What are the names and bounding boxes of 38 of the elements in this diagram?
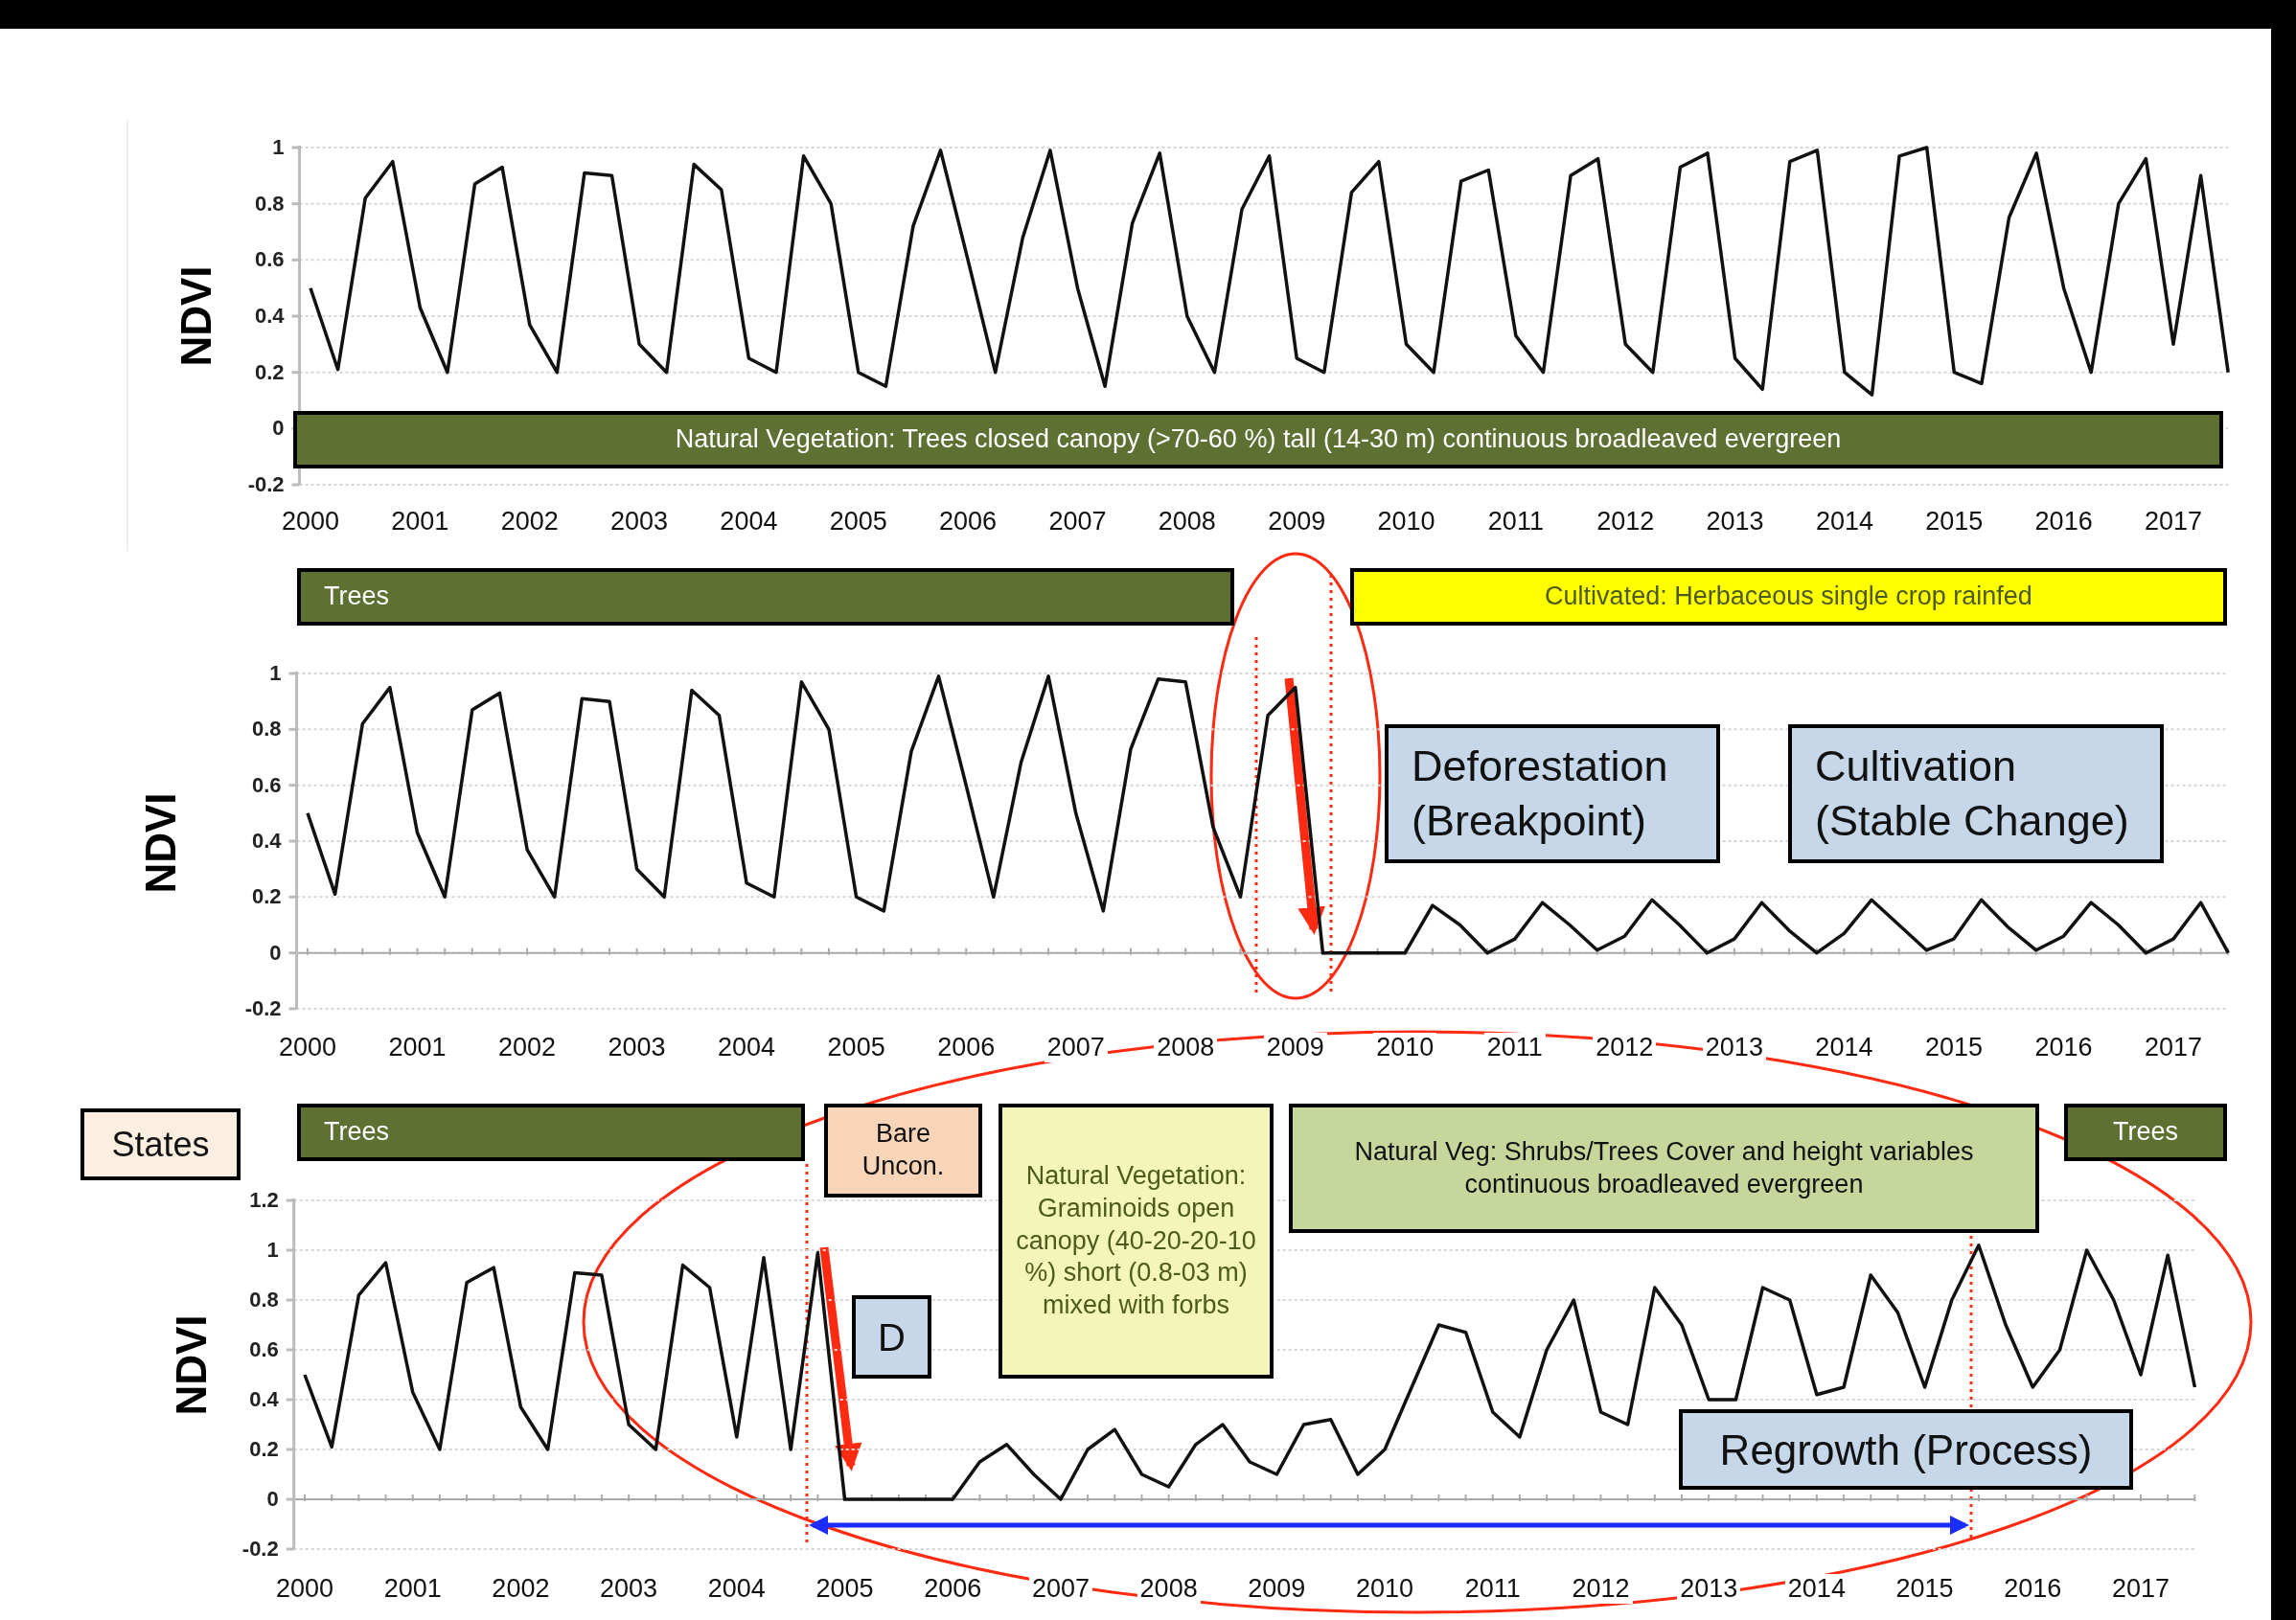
axis-title: NDVI <box>175 265 218 367</box>
land-cover-bar: Natural Veg: Shrubs/Trees Cover and height variables continuous broadleaved evergreen <box>1289 1104 2039 1233</box>
y-tick-label: 0.4 <box>251 831 282 852</box>
y-tick-label: 0.2 <box>251 886 282 908</box>
legend-box: States <box>80 1108 241 1180</box>
y-tick-label: 0.8 <box>255 193 285 215</box>
y-tick-label: 0 <box>272 418 285 440</box>
y-tick-label: 0 <box>269 942 282 964</box>
land-cover-bar: Cultivated: Herbaceous single crop rainfed <box>1350 568 2227 626</box>
axis-title: NDVI <box>140 792 182 894</box>
callout-box: Deforestation (Breakpoint) <box>1385 724 1720 863</box>
land-cover-bar: Natural Vegetation: Graminoids open canopy (40-20-20-10 %) short (0.8-03 m) mixed with forbs <box>999 1104 1274 1379</box>
land-cover-bar: Trees <box>297 568 1234 626</box>
y-tick-label: 0.6 <box>249 1339 279 1360</box>
y-tick-label: 1 <box>269 663 282 684</box>
callout-box: Regrowth (Process) <box>1679 1409 2133 1490</box>
y-tick-label: -0.2 <box>244 998 282 1019</box>
callout-box: Cultivation (Stable Change) <box>1788 724 2164 863</box>
y-tick-label: 0 <box>266 1489 279 1510</box>
y-tick-label: 0.4 <box>249 1389 279 1410</box>
y-tick-label: 0.8 <box>251 719 282 741</box>
y-tick-label: 1 <box>272 137 285 158</box>
y-tick-label: 0.6 <box>251 774 282 796</box>
y-tick-label: 0.8 <box>249 1289 279 1311</box>
y-tick-label: -0.2 <box>247 474 285 495</box>
y-tick-label: 0.6 <box>255 249 285 271</box>
y-tick-label: -0.2 <box>241 1539 279 1560</box>
land-cover-bar: Trees <box>2064 1104 2227 1161</box>
callout-box: D <box>852 1295 931 1379</box>
y-tick-label: 0.2 <box>255 361 285 383</box>
axis-title: NDVI <box>171 1314 213 1416</box>
y-tick-label: 1 <box>266 1240 279 1261</box>
land-cover-bar: Trees <box>297 1104 805 1161</box>
y-tick-label: 1.2 <box>249 1190 279 1211</box>
land-cover-bar: Natural Vegetation: Trees closed canopy (>70-60 %) tall (14-30 m) continuous broadleaved evergreen <box>293 411 2223 468</box>
y-tick-label: 0.4 <box>255 306 285 327</box>
y-tick-label: 0.2 <box>249 1439 279 1460</box>
land-cover-bar: Bare Uncon. <box>824 1104 982 1198</box>
